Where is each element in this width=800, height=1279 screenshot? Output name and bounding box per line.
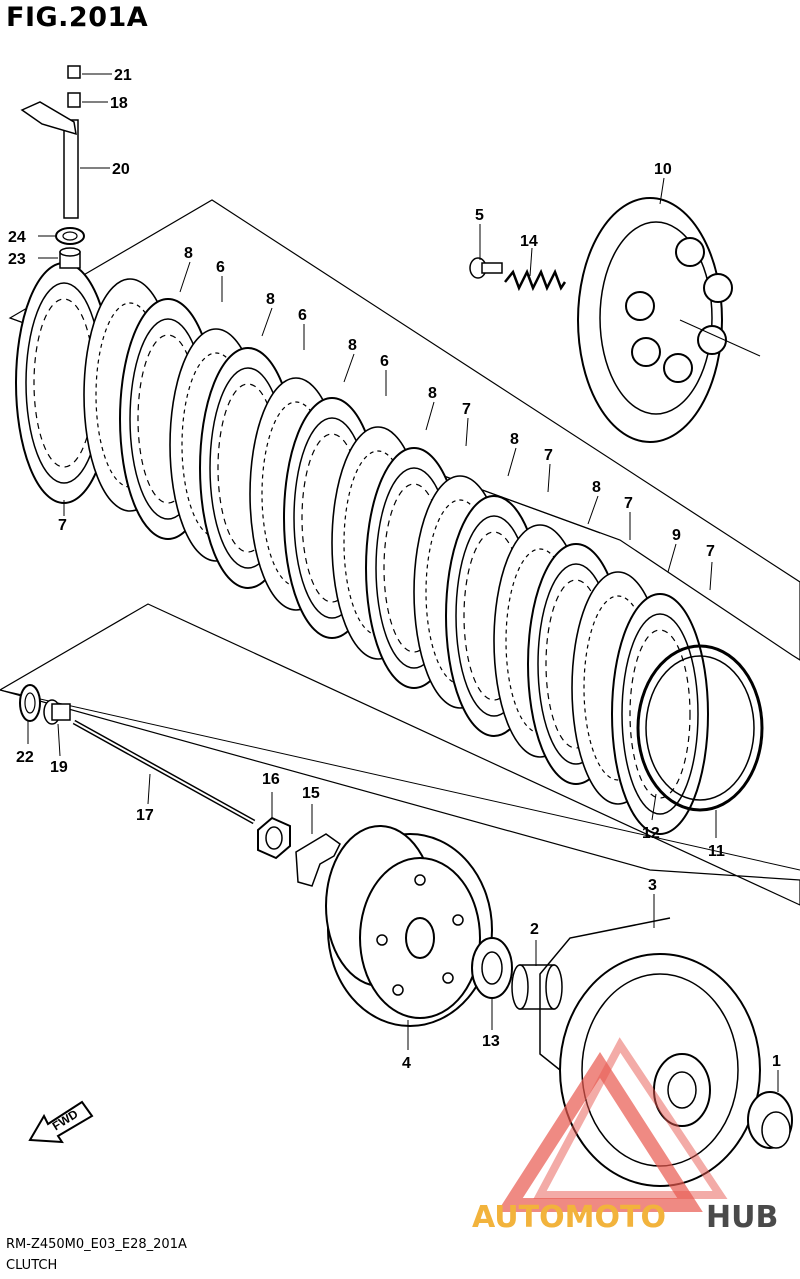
oil-seal-24 bbox=[55, 227, 85, 245]
callout-19: 19 bbox=[50, 759, 68, 776]
fwd-arrow-icon: FWD bbox=[28, 1100, 94, 1144]
clutch-housing-3 bbox=[539, 917, 761, 1187]
callout-11: 11 bbox=[708, 843, 725, 860]
logo-text-hub: HUB bbox=[706, 1200, 778, 1235]
callout-6b: 6 bbox=[298, 307, 307, 324]
callout-7a: 7 bbox=[462, 401, 471, 418]
callout-22: 22 bbox=[16, 749, 34, 766]
callout-5: 5 bbox=[475, 207, 484, 224]
callout-2: 2 bbox=[530, 921, 539, 938]
bearing-23 bbox=[59, 247, 81, 269]
bolt-5 bbox=[469, 257, 503, 279]
oil-seal-22 bbox=[19, 684, 41, 722]
leader-lines bbox=[27, 73, 779, 1092]
callout-8a: 8 bbox=[184, 245, 193, 262]
callout-7b: 7 bbox=[544, 447, 553, 464]
figure-title: FIG.201A bbox=[6, 2, 149, 33]
wire-ring-11 bbox=[636, 644, 764, 812]
callout-1: 1 bbox=[772, 1053, 781, 1070]
callout-20: 20 bbox=[112, 161, 130, 178]
shaft-group-frame-edge bbox=[0, 689, 800, 871]
callout-4: 4 bbox=[402, 1055, 411, 1072]
callout-8c: 8 bbox=[348, 337, 357, 354]
pressure-plate-10 bbox=[577, 197, 761, 443]
callout-6a: 6 bbox=[216, 259, 225, 276]
automotohub-logo: AUTOMOTO HUB bbox=[472, 1037, 778, 1235]
diagram-name: CLUTCH bbox=[6, 1258, 58, 1273]
callout-17: 17 bbox=[136, 807, 154, 824]
callout-14: 14 bbox=[520, 233, 538, 250]
needle-bearing-2 bbox=[511, 964, 563, 1010]
callout-21: 21 bbox=[114, 67, 132, 84]
callout-6c: 6 bbox=[380, 353, 389, 370]
callout-8b: 8 bbox=[266, 291, 275, 308]
plate-group-frame bbox=[8, 199, 800, 661]
callout-13: 13 bbox=[482, 1033, 500, 1050]
spring-14 bbox=[504, 268, 567, 292]
callout-7e: 7 bbox=[58, 517, 67, 534]
callout-23: 23 bbox=[8, 251, 26, 268]
callout-24: 24 bbox=[8, 229, 26, 246]
callout-7d: 7 bbox=[706, 543, 715, 560]
spacer-1 bbox=[747, 1091, 793, 1149]
logo-text-auto: AUTOMOTO bbox=[472, 1200, 666, 1235]
callout-15: 15 bbox=[302, 785, 320, 802]
callout-9: 9 bbox=[672, 527, 681, 544]
friction-plate-7e bbox=[611, 593, 709, 835]
push-piece-19 bbox=[43, 699, 71, 725]
thrust-washer-13 bbox=[471, 937, 513, 999]
nut-16 bbox=[257, 816, 291, 860]
callout-8f: 8 bbox=[592, 479, 601, 496]
callout-7c: 7 bbox=[624, 495, 633, 512]
callout-10: 10 bbox=[654, 161, 672, 178]
callout-18: 18 bbox=[110, 95, 128, 112]
lock-washer-15 bbox=[295, 833, 341, 887]
callout-3: 3 bbox=[648, 877, 657, 894]
callout-8e: 8 bbox=[510, 431, 519, 448]
callout-8d: 8 bbox=[428, 385, 437, 402]
callout-16: 16 bbox=[262, 771, 280, 788]
sleeve-hub-4 bbox=[325, 825, 493, 1027]
wire-ring-11-inner bbox=[645, 655, 755, 801]
release-shaft-20 bbox=[20, 65, 81, 219]
shaft-group-frame bbox=[0, 603, 800, 906]
callout-12: 12 bbox=[642, 825, 660, 842]
diagram-code: RM-Z450M0_E03_E28_201A bbox=[6, 1237, 187, 1252]
